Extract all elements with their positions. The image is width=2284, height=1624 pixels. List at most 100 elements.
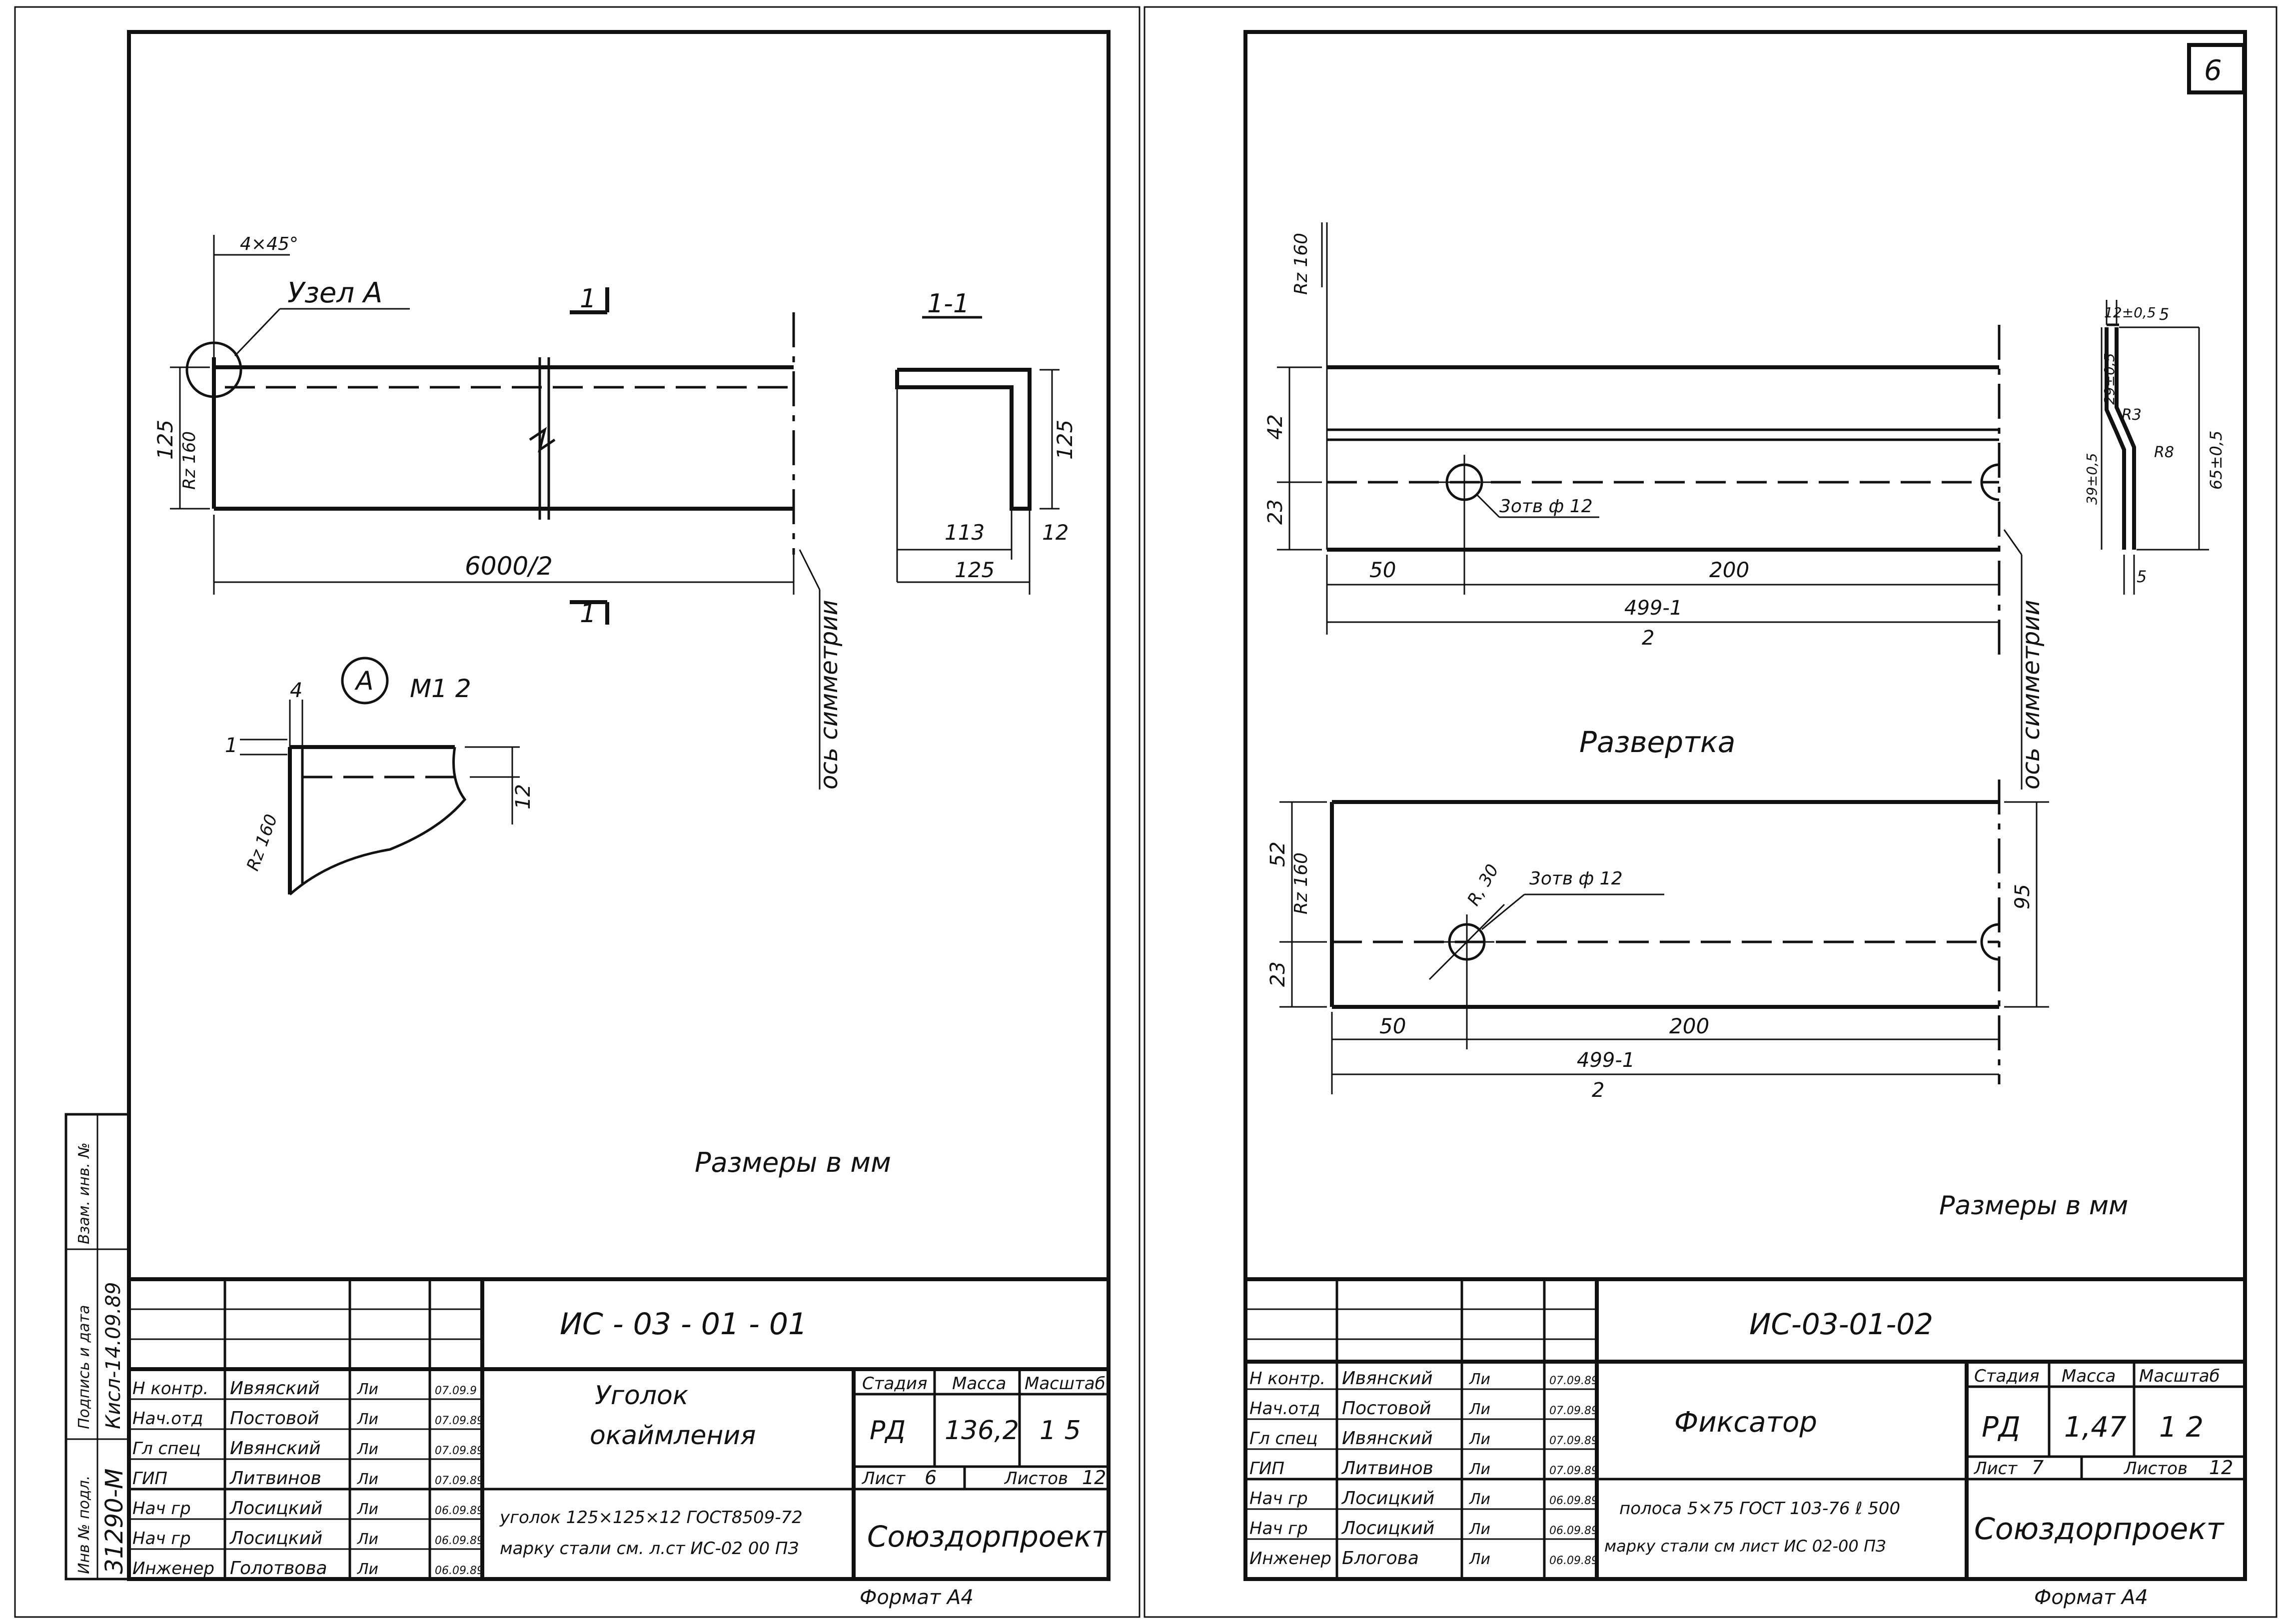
- left-name-0: Ивяяский: [230, 1378, 320, 1399]
- stamp-label-replace: Взам. инв. №: [75, 1142, 93, 1244]
- stamp-signature-value: Кисл-14.09.89: [102, 1282, 125, 1429]
- left-date-0: 07.09.9: [435, 1385, 477, 1397]
- left-signature-2: Ли: [357, 1441, 378, 1458]
- unfold-dim-200: 200: [1669, 1014, 1709, 1038]
- left-date-6: 06.09.89: [435, 1565, 484, 1577]
- sec-dim-12: 12: [1042, 520, 1069, 545]
- profile-dim-4: R8: [2154, 444, 2174, 461]
- right-name-1: Постовой: [1342, 1398, 1431, 1419]
- right-material-2: марку стали см лист ИС 02-00 ПЗ: [1604, 1537, 1886, 1556]
- stamp-label-inventory: Инв № подл.: [75, 1476, 93, 1574]
- left-paper-border: [14, 6, 1141, 1618]
- right-material-1: полоса 5×75 ГОСТ 103-76 ℓ 500: [1619, 1499, 1900, 1519]
- left-name-6: Голотвова: [230, 1558, 327, 1579]
- unfold-dim-23: 23: [1266, 961, 1289, 987]
- right-signature-2: Ли: [1469, 1431, 1490, 1448]
- side-stamp: Взам. инв. № Подпись и дата Кисл-14.09.8…: [64, 1113, 130, 1581]
- right-mass: 1,47: [2064, 1411, 2127, 1444]
- right-date-6: 06.09.89: [1549, 1555, 1598, 1567]
- right-doc-code: ИС-03-01-02: [1749, 1307, 1933, 1341]
- profile-dim-6: 39±0,5: [2084, 453, 2100, 505]
- right-role-6: Инженер: [1249, 1549, 1331, 1569]
- unfold-dim-95: 95: [2011, 884, 2034, 909]
- profile-dim-5: 65±0,5: [2207, 431, 2226, 490]
- right-scale-label: Масштаб: [2139, 1366, 2220, 1386]
- left-name-2: Ивянский: [230, 1438, 321, 1459]
- right-role-4: Нач гр: [1249, 1489, 1308, 1509]
- unfold-roughness: Rz 160: [1291, 852, 1311, 914]
- dim-42: 42: [1264, 414, 1287, 440]
- section-mark-bottom: 1: [580, 599, 596, 629]
- detail-mark: А: [354, 666, 374, 696]
- right-date-5: 06.09.89: [1549, 1525, 1598, 1537]
- right-sheet-label: Лист: [1973, 1459, 2018, 1479]
- section-1-1: 1-1 125 113 12 125: [895, 289, 1077, 595]
- page-number: 6: [2204, 54, 2222, 87]
- detail-roughness: Rz 160: [243, 812, 282, 873]
- stamp-inventory-value: 31290-М: [100, 1469, 128, 1574]
- right-signature-0: Ли: [1469, 1371, 1490, 1388]
- left-frame: [127, 30, 1111, 1581]
- node-callout: Узел А: [287, 277, 382, 309]
- left-role-3: ГИП: [132, 1469, 167, 1489]
- left-signature-5: Ли: [357, 1531, 378, 1548]
- sec-dim-125-vert: 125: [1053, 420, 1077, 460]
- detail-a: А М1 2 4 1 12 Rz 160: [225, 657, 535, 895]
- unfold-title: Развертка: [1579, 725, 1735, 759]
- profile-dim-3: R3: [2122, 406, 2142, 424]
- profile-dim-2: 29±0,5: [2101, 353, 2118, 405]
- unfold-hole-note: 3отв ф 12: [1529, 868, 1623, 889]
- right-note: Размеры в мм: [1939, 1191, 2128, 1221]
- left-material-1: уголок 125×125×12 ГОСТ8509-72: [499, 1508, 803, 1528]
- unfold-dim-50: 50: [1379, 1014, 1406, 1038]
- left-date-1: 07.09.89: [435, 1415, 484, 1427]
- right-title-block: ИС-03-01-02 Фиксатор полоса 5×75 ГОСТ 10…: [1243, 1277, 2247, 1609]
- right-role-1: Нач.отд: [1249, 1399, 1320, 1419]
- left-date-4: 06.09.89: [435, 1505, 484, 1517]
- left-signature-1: Ли: [357, 1411, 378, 1428]
- sec-dim-125: 125: [955, 558, 995, 582]
- right-stage: РД: [1982, 1411, 2021, 1444]
- unfold-frac-den: 2: [1592, 1079, 1604, 1102]
- left-role-5: Нач гр: [132, 1529, 191, 1549]
- right-sheets-label: Листов: [2123, 1459, 2188, 1479]
- left-sheets-label: Листов: [1004, 1469, 1068, 1489]
- right-roughness: Rz 160: [1291, 233, 1311, 295]
- right-name-0: Ивянский: [1342, 1368, 1433, 1389]
- right-role-0: Н контр.: [1249, 1369, 1325, 1389]
- left-sheets: 12: [1082, 1467, 1106, 1489]
- chamfer-label: 4×45°: [240, 234, 298, 254]
- stamp-label-signature: Подпись и дата: [75, 1305, 93, 1430]
- right-mass-label: Масса: [2062, 1366, 2116, 1386]
- left-role-6: Инженер: [132, 1559, 214, 1579]
- right-name-4: Лосицкий: [1341, 1488, 1434, 1509]
- right-role-3: ГИП: [1249, 1459, 1284, 1479]
- section-title: 1-1: [927, 289, 970, 319]
- right-signature-1: Ли: [1469, 1401, 1490, 1418]
- detail-dim-4: 4: [290, 679, 302, 702]
- right-signature-6: Ли: [1469, 1551, 1490, 1568]
- right-date-3: 07.09.89: [1549, 1465, 1598, 1477]
- sec-dim-113: 113: [945, 520, 985, 545]
- left-signature-4: Ли: [357, 1501, 378, 1518]
- left-scale: 1 5: [1040, 1416, 1081, 1446]
- left-name-1: Постовой: [230, 1408, 319, 1429]
- unfold-view: Развертка 3отв ф 12 R, 30 Rz 160 52 23: [1266, 725, 2049, 1102]
- fixator-view: Rz 160 3отв ф 12 42 23 50: [1264, 222, 2045, 790]
- left-stage-label: Стадия: [862, 1374, 927, 1394]
- roughness-main: Rz 160: [179, 431, 199, 490]
- detail-scale: М1 2: [410, 674, 471, 703]
- left-mass-label: Масса: [952, 1374, 1006, 1394]
- left-sheet-label: Лист: [861, 1469, 906, 1489]
- right-org: Союздорпроект: [1974, 1512, 2225, 1547]
- right-date-1: 07.09.89: [1549, 1405, 1598, 1417]
- right-role-5: Нач гр: [1249, 1519, 1308, 1539]
- left-name-3: Литвинов: [229, 1468, 321, 1489]
- dim-23: 23: [1264, 499, 1287, 525]
- dim-50: 50: [1369, 558, 1396, 582]
- profile-dim-1: 5: [2159, 305, 2169, 324]
- left-role-0: Н контр.: [132, 1379, 208, 1399]
- right-date-4: 06.09.89: [1549, 1495, 1598, 1507]
- unfold-frac-num: 499-1: [1577, 1049, 1635, 1072]
